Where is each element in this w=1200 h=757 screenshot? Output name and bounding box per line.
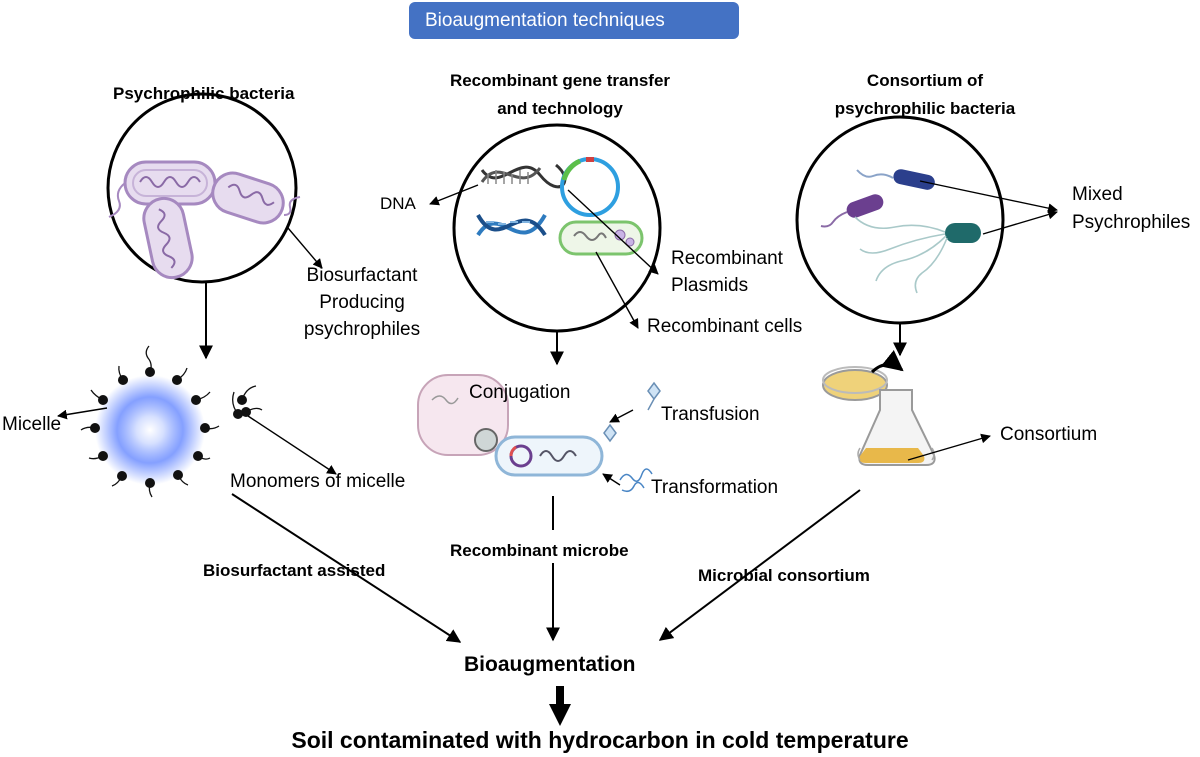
pathway-biosurfactant-assisted: Biosurfactant assisted xyxy=(203,561,386,580)
label-biosurfactant-line3: psychrophiles xyxy=(303,319,421,340)
label-monomers-of-micelle: Monomers of micelle xyxy=(230,471,406,492)
label-recombinant-cells: Recombinant cells xyxy=(647,316,803,337)
conjugation-icon xyxy=(417,374,509,456)
label-biosurfactant-line1: Biosurfactant xyxy=(306,265,418,286)
label-arrows xyxy=(57,180,1058,486)
petri-dish-icon xyxy=(822,366,888,401)
label-dna: DNA xyxy=(380,194,416,213)
center-result-bioaugmentation: Bioaugmentation xyxy=(464,653,636,676)
title-psychrophilic-bacteria: Psychrophilic bacteria xyxy=(113,84,295,103)
title-recombinant-line2: and technology xyxy=(497,99,623,118)
label-biosurfactant-line2: Producing xyxy=(319,292,405,313)
banner-bioaugmentation-techniques: Bioaugmentation techniques xyxy=(409,2,739,39)
final-result-soil-contaminated: Soil contaminated with hydrocarbon in co… xyxy=(291,727,909,753)
rod-bacteria-icon xyxy=(108,160,301,280)
label-conjugation: Conjugation xyxy=(469,382,571,403)
phage-icon xyxy=(603,381,661,443)
pathway-recombinant-microbe: Recombinant microbe xyxy=(450,541,629,560)
recipient-cell-icon xyxy=(494,435,604,477)
plasmid-icon xyxy=(560,157,620,217)
label-recombinant-plasmids-line2: Plasmids xyxy=(671,275,749,296)
label-mixed-psychrophiles-line2: Psychrophiles xyxy=(1072,212,1191,233)
label-consortium: Consortium xyxy=(1000,424,1098,445)
label-recombinant-plasmids-line1: Recombinant xyxy=(671,248,783,269)
monomer-icon xyxy=(232,385,263,419)
label-mixed-psychrophiles-line1: Mixed xyxy=(1072,184,1123,205)
pathway-microbial-consortium: Microbial consortium xyxy=(698,566,870,585)
recombinant-cell-icon xyxy=(558,220,644,256)
label-micelle: Micelle xyxy=(2,414,62,435)
title-consortium-line1: Consortium of xyxy=(866,71,984,90)
micelle-icon xyxy=(80,345,263,498)
mixed-bacteria-icon xyxy=(820,169,981,294)
label-transfusion: Transfusion xyxy=(661,404,760,425)
final-arrow xyxy=(549,686,571,726)
flow-arrows xyxy=(199,282,907,643)
consortium-circle xyxy=(795,115,1005,325)
title-consortium-line2: psychrophilic bacteria xyxy=(834,99,1016,118)
title-recombinant-line1: Recombinant gene transfer xyxy=(449,71,671,90)
label-transformation: Transformation xyxy=(651,477,779,498)
dna-fragment-icon xyxy=(619,468,653,493)
